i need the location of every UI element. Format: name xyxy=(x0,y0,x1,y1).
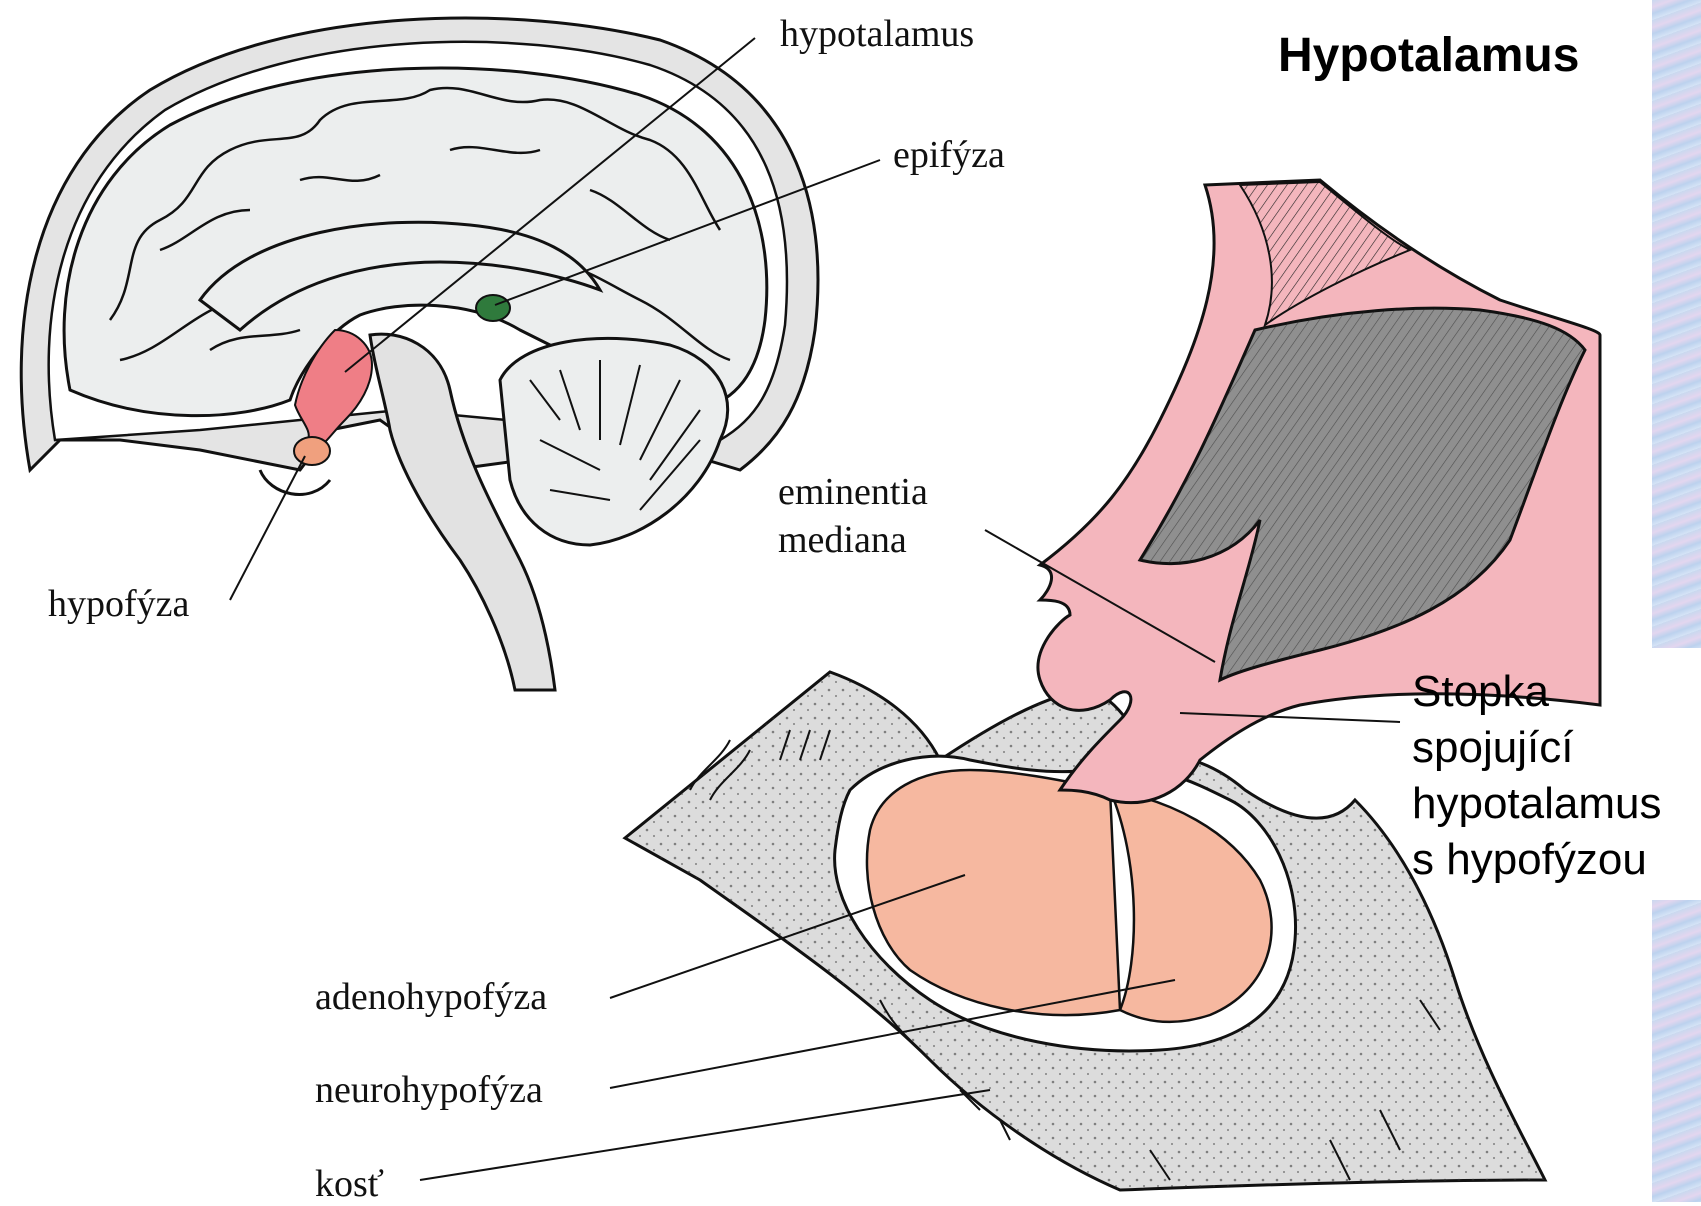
label-eminentia-line1: eminentia xyxy=(778,470,928,514)
cerebellum xyxy=(500,338,728,545)
stopka-line-1: Stopka xyxy=(1412,664,1701,720)
label-kost: kosť xyxy=(315,1162,384,1206)
label-neurohypofyza: neurohypofýza xyxy=(315,1068,543,1112)
label-hypofyza: hypofýza xyxy=(48,582,189,626)
leader-hypofyza xyxy=(230,456,305,600)
pituitary-gland-small xyxy=(294,437,330,465)
label-hypotalamus: hypotalamus xyxy=(780,12,974,56)
label-stopka-block: Stopka spojující hypotalamus s hypofýzou xyxy=(1412,664,1701,888)
label-epifyza: epifýza xyxy=(893,133,1005,177)
label-eminentia-line2: mediana xyxy=(778,518,907,562)
label-adenohypofyza: adenohypofýza xyxy=(315,975,547,1019)
page-title: Hypotalamus xyxy=(1278,28,1579,83)
stopka-line-2: spojující xyxy=(1412,720,1701,776)
pineal-gland xyxy=(476,295,510,321)
stopka-line-4: s hypofýzou xyxy=(1412,832,1701,888)
stopka-line-3: hypotalamus xyxy=(1412,776,1701,832)
